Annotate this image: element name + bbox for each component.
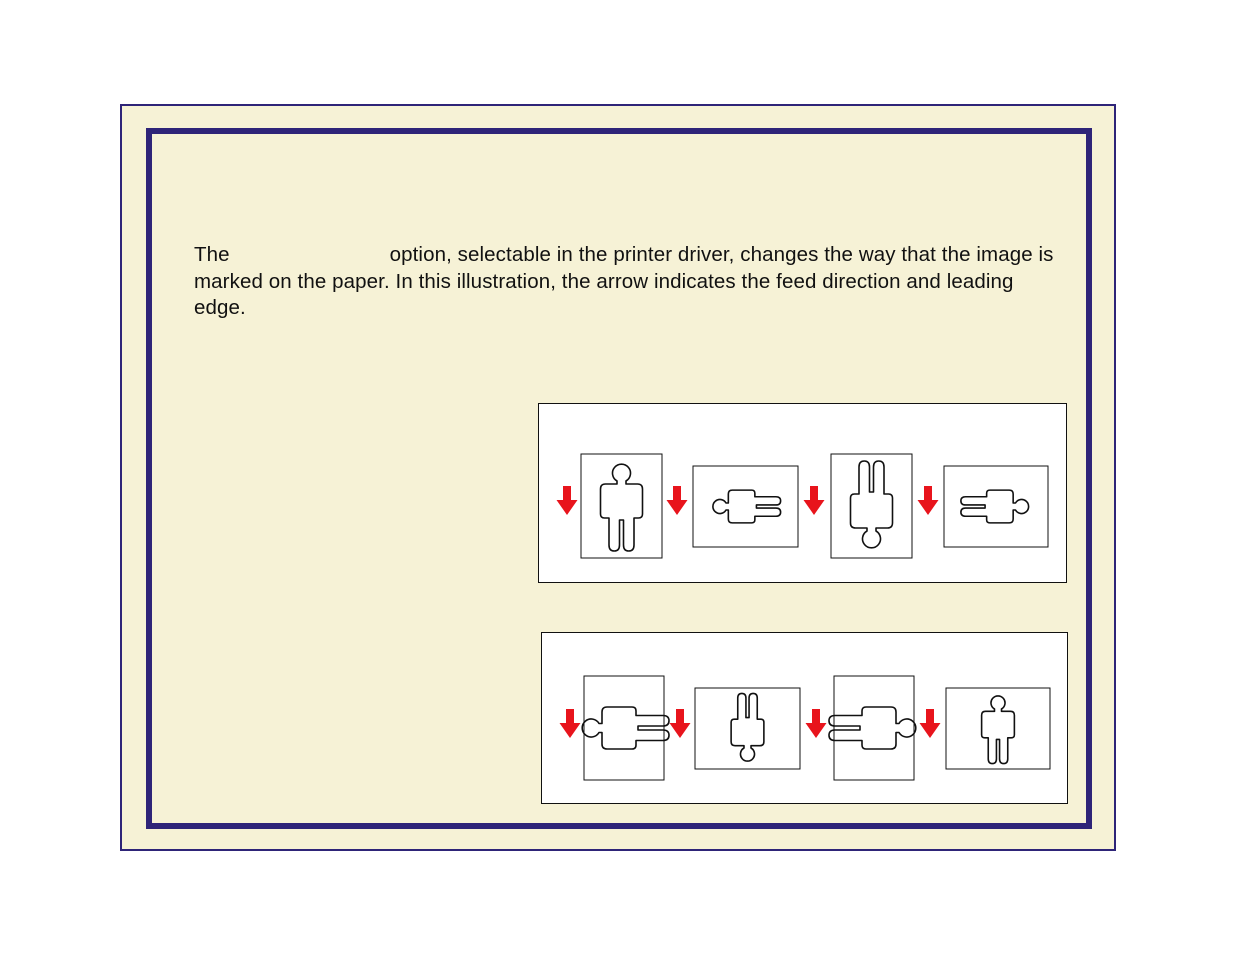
paper-sheet-1-1 — [580, 453, 663, 559]
person-figure-icon — [712, 489, 782, 524]
feed-direction-arrow-icon — [919, 709, 941, 738]
orientation-panel-1 — [538, 403, 1067, 583]
paper-sheet-2-2 — [694, 687, 801, 770]
person-figure-icon — [599, 463, 644, 552]
feed-direction-arrow-icon — [559, 709, 581, 738]
feed-direction-arrow-icon — [803, 486, 825, 515]
paper-sheet-1-3 — [830, 453, 913, 559]
person-figure-icon — [849, 460, 894, 549]
person-figure-icon — [730, 692, 765, 762]
paper-sheet-1-4 — [943, 465, 1049, 548]
feed-direction-arrow-icon — [917, 486, 939, 515]
feed-direction-arrow-icon — [556, 486, 578, 515]
description-text-end: option, selectable in the printer driver… — [194, 243, 1054, 319]
feed-direction-arrow-icon — [666, 486, 688, 515]
orientation-panel-2 — [541, 632, 1068, 804]
feed-direction-arrow-icon — [805, 709, 827, 738]
paper-sheet-2-3 — [833, 675, 915, 781]
person-figure-icon — [980, 695, 1016, 765]
orientation-panel-1-svg — [556, 453, 1049, 559]
paper-sheet-2-4 — [945, 687, 1051, 770]
person-figure-icon — [581, 706, 670, 750]
person-figure-icon — [960, 489, 1030, 524]
paper-sheet-2-1 — [583, 675, 665, 781]
person-figure-icon — [828, 706, 917, 750]
description-text-start: The — [194, 243, 230, 266]
paper-sheet-1-2 — [692, 465, 799, 548]
feed-direction-arrow-icon — [669, 709, 691, 738]
orientation-panel-2-svg — [559, 675, 1051, 781]
